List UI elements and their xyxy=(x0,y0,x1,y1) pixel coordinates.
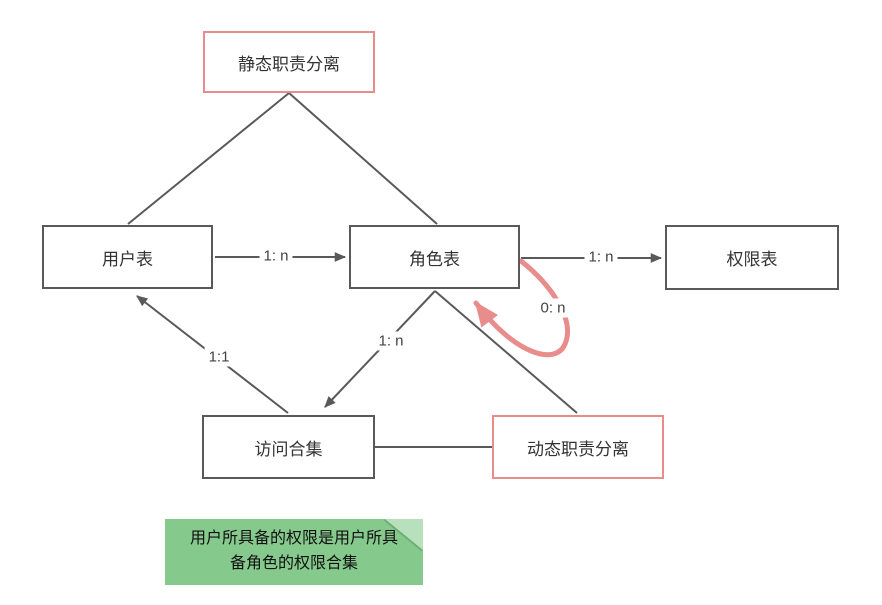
node-role-table: 角色表 xyxy=(349,225,520,289)
edge-static-sod-to-role-table xyxy=(288,92,438,225)
node-access-set: 访问合集 xyxy=(202,415,375,479)
node-dynamic-sod: 动态职责分离 xyxy=(492,415,664,479)
node-perm-table: 权限表 xyxy=(665,225,839,290)
node-static-sod: 静态职责分离 xyxy=(203,31,375,93)
edge-label-role-to-perm: 1: n xyxy=(584,247,618,267)
note-text: 用户所具备的权限是用户所具 备角色的权限合集 xyxy=(165,519,423,585)
edge-label-user-to-role: 1: n xyxy=(259,246,293,266)
edge-label-access-to-user: 1:1 xyxy=(204,347,234,367)
note-text-line1: 用户所具备的权限是用户所具 xyxy=(189,530,398,548)
node-user-table: 用户表 xyxy=(42,225,213,289)
edge-label-role-to-access: 1: n xyxy=(374,331,408,351)
edge-dynamic-sod-to-role-table xyxy=(434,290,578,414)
node-access-set-label: 访问合集 xyxy=(254,439,323,459)
node-role-table-label: 角色表 xyxy=(409,249,460,269)
node-dynamic-sod-label: 动态职责分离 xyxy=(527,439,629,459)
edge-label-role-self-loop: 0: n xyxy=(536,298,570,318)
edge-role-self-loop xyxy=(473,258,570,358)
node-static-sod-label: 静态职责分离 xyxy=(238,54,340,74)
edge-static-sod-to-user-table xyxy=(127,92,290,225)
node-user-table-label: 用户表 xyxy=(102,249,153,269)
note-text-line2: 备角色的权限合集 xyxy=(229,555,358,572)
note-sticky: 用户所具备的权限是用户所具 备角色的权限合集 xyxy=(165,519,423,585)
node-perm-table-label: 权限表 xyxy=(726,250,778,269)
note-body xyxy=(165,519,423,585)
